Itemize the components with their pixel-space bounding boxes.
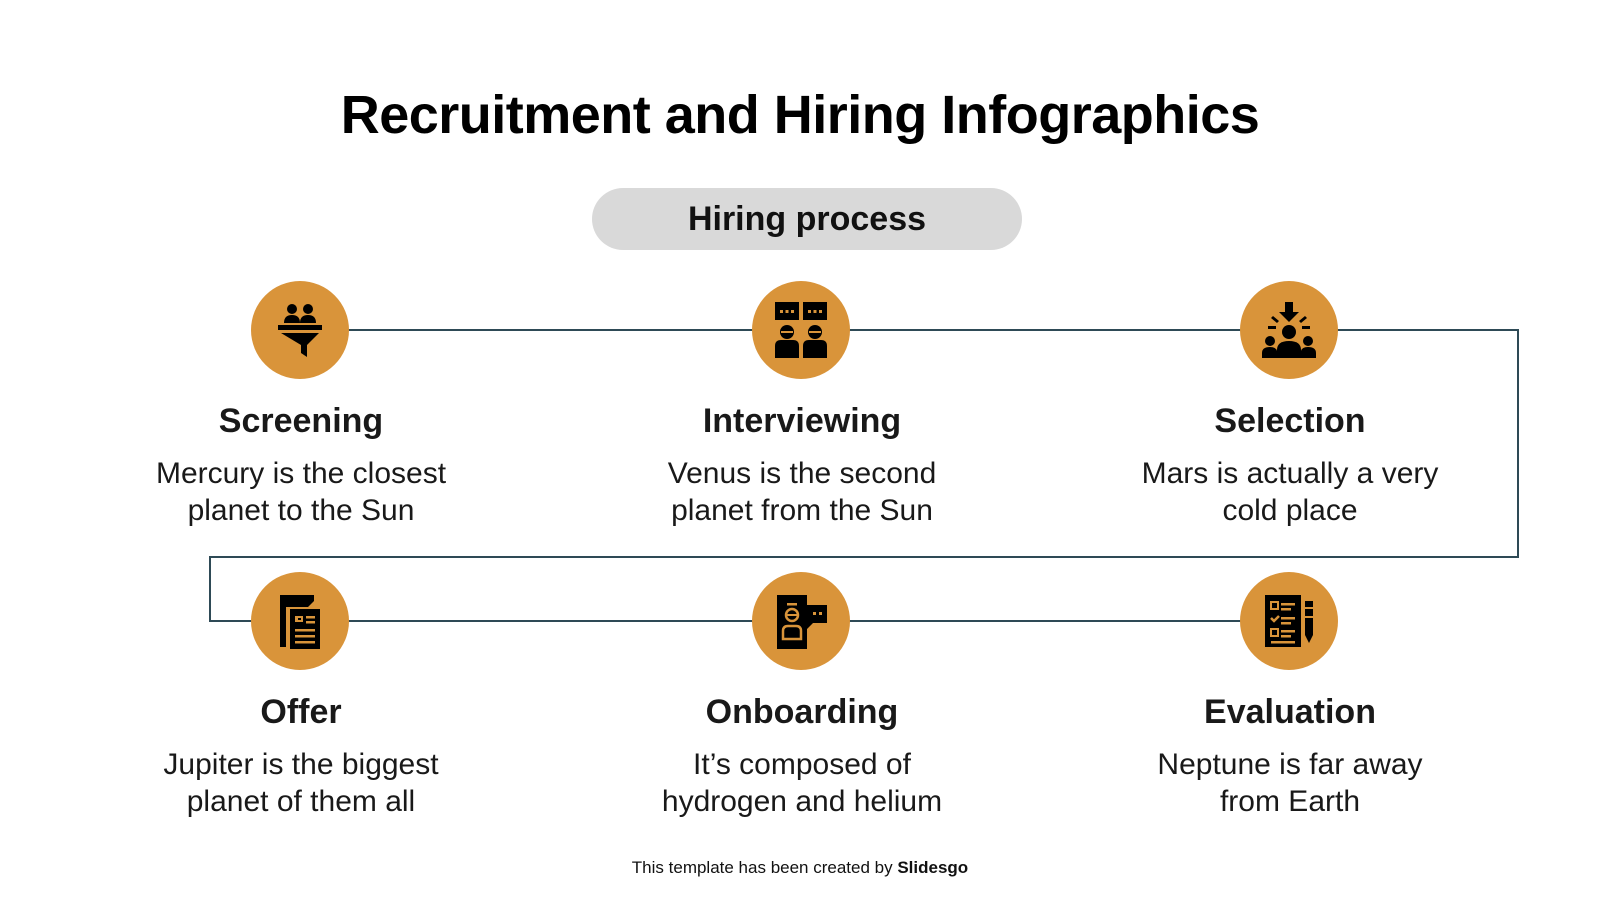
step-description: It’s composed of hydrogen and helium [661, 748, 943, 818]
step-title: Interviewing [702, 402, 902, 440]
onboarding-profile-icon [752, 572, 850, 670]
offer-letter-icon [251, 572, 349, 670]
step-onboarding: Onboarding It’s composed of hydrogen and… [602, 692, 1002, 820]
step-interviewing: Interviewing Venus is the second planet … [602, 401, 1002, 529]
step-screening: Screening Mercury is the closest planet … [101, 401, 501, 529]
step-title: Onboarding [705, 693, 899, 731]
step-title: Offer [260, 693, 342, 731]
select-person-icon [1240, 281, 1338, 379]
step-description: Neptune is far away from Earth [1157, 748, 1423, 818]
footer-credit: This template has been created by Slides… [0, 858, 1600, 878]
interview-chat-icon [752, 281, 850, 379]
hiring-process-pill: Hiring process [592, 188, 1022, 250]
step-selection: Selection Mars is actually a very cold p… [1090, 401, 1490, 529]
step-offer: Offer Jupiter is the biggest planet of t… [101, 692, 501, 820]
step-evaluation: Evaluation Neptune is far away from Eart… [1090, 692, 1490, 820]
step-title: Selection [1214, 402, 1366, 440]
pill-label: Hiring process [687, 199, 927, 238]
step-description: Jupiter is the biggest planet of them al… [163, 748, 439, 818]
page-title: Recruitment and Hiring Infographics [340, 85, 1260, 145]
step-description: Mercury is the closest planet to the Sun [155, 457, 447, 527]
evaluation-checklist-icon [1240, 572, 1338, 670]
footer-prefix: This template has been created by [631, 858, 898, 877]
step-description: Venus is the second planet from the Sun [667, 457, 937, 527]
step-title: Screening [218, 402, 384, 440]
footer-brand-link[interactable]: Slidesgo [897, 858, 969, 877]
step-description: Mars is actually a very cold place [1141, 457, 1439, 527]
step-title: Evaluation [1204, 693, 1376, 731]
funnel-people-icon [251, 281, 349, 379]
